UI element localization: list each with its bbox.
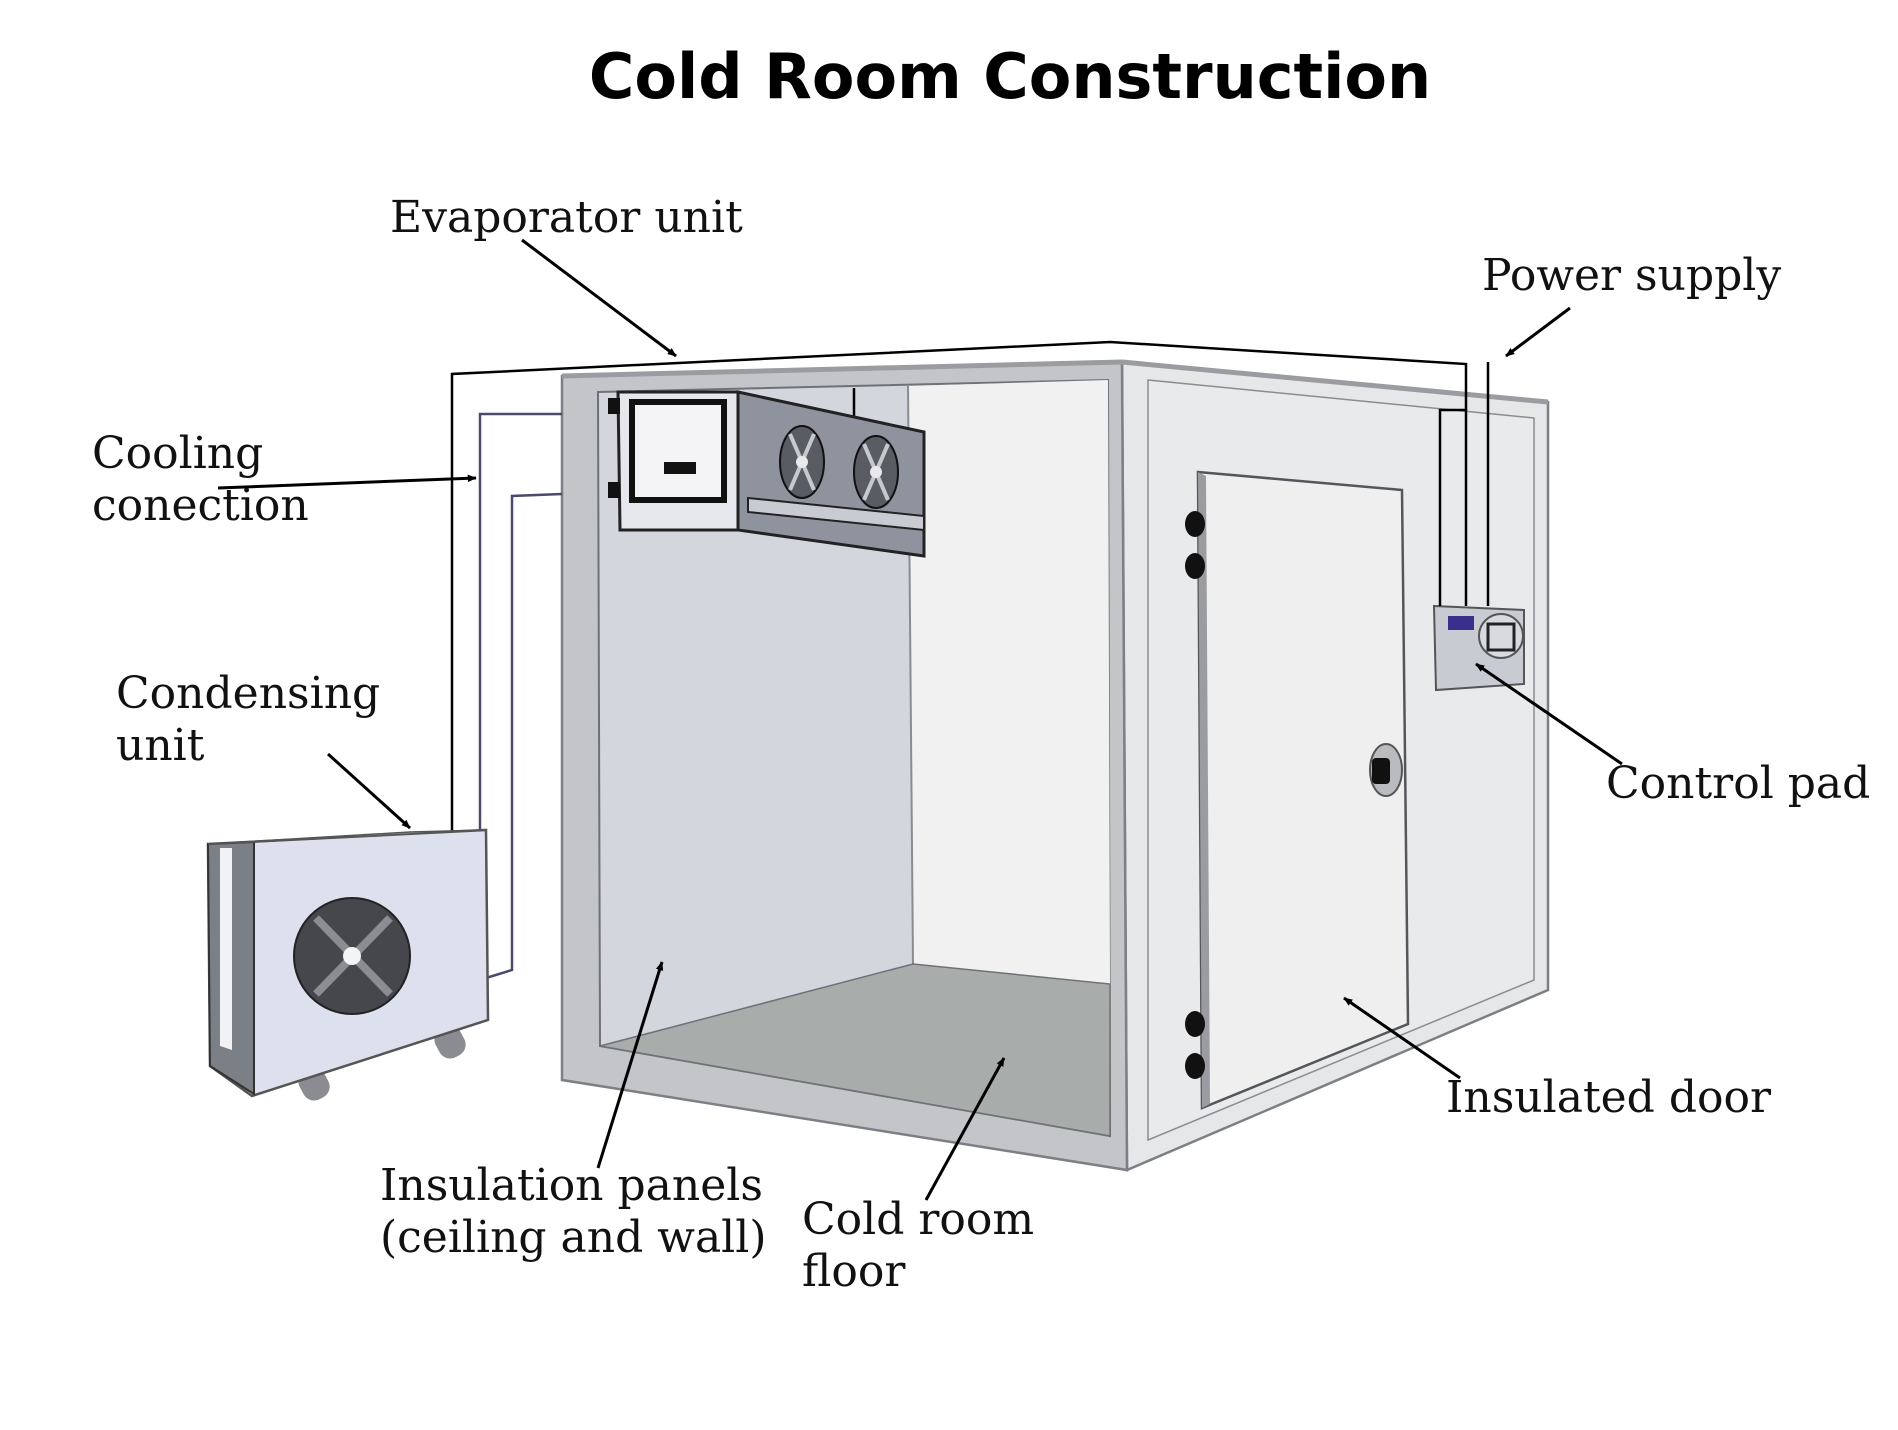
evaporator-unit [608, 388, 926, 558]
hinge [1185, 1053, 1205, 1079]
floor [599, 963, 1111, 1137]
insulated-door [1196, 470, 1410, 1110]
top-edge [561, 359, 1123, 379]
label-insulation-panels-line2: (ceiling and wall) [380, 1212, 766, 1263]
mount-tab [608, 398, 620, 414]
label-cooling-connection-line2: conection [92, 480, 309, 531]
roof-edge [1121, 359, 1549, 405]
leader-control-pad [1475, 662, 1623, 766]
hinge [1185, 1011, 1205, 1037]
condenser-side-strip [220, 848, 232, 1050]
door-handle-grip [1372, 758, 1390, 784]
door-edge [1198, 472, 1210, 1108]
label-condensing-unit-line1: Condensing [116, 668, 380, 719]
mount-tab [608, 482, 620, 498]
leader-floor [924, 1057, 1006, 1201]
evaporator-panel [629, 399, 727, 503]
label-cold-room-floor-line1: Cold room [802, 1194, 1034, 1245]
leader-door [1343, 996, 1461, 1080]
back-wall [908, 380, 1110, 984]
control-display [1448, 616, 1474, 630]
hinge [1185, 511, 1205, 537]
control-pad [1432, 604, 1525, 692]
label-evaporator-unit: Evaporator unit [390, 192, 743, 243]
label-power-supply: Power supply [1482, 250, 1781, 301]
cooling-pipe [450, 340, 1468, 832]
diagram-title: Cold Room Construction [589, 40, 1431, 113]
control-button [1486, 622, 1516, 652]
label-condensing-unit-line2: unit [116, 720, 205, 771]
cooling-pipe [478, 412, 562, 840]
label-control-pad: Control pad [1606, 758, 1870, 809]
hinge [1185, 553, 1205, 579]
evaporator-slot [664, 462, 696, 474]
label-cooling-connection-line1: Cooling [92, 428, 263, 479]
cold-room [560, 359, 1550, 1172]
label-cold-room-floor-line2: floor [802, 1246, 906, 1297]
condenser-fan [293, 897, 411, 1015]
label-insulation-panels-line1: Insulation panels [380, 1160, 763, 1211]
leader-power-supply [1505, 306, 1571, 358]
condensing-unit [206, 828, 490, 1101]
leader-cooling [217, 474, 477, 490]
label-insulated-door: Insulated door [1446, 1072, 1772, 1123]
cooling-pipe [485, 492, 563, 980]
leader-insulation [596, 961, 664, 1169]
power-cable [1438, 408, 1468, 606]
leader-evaporator [521, 238, 677, 358]
evaporator-fan [779, 425, 825, 499]
evaporator-fan [853, 435, 899, 509]
condenser-top [207, 829, 487, 845]
evaporator-vent [747, 496, 925, 532]
leader-condensing [326, 752, 412, 830]
